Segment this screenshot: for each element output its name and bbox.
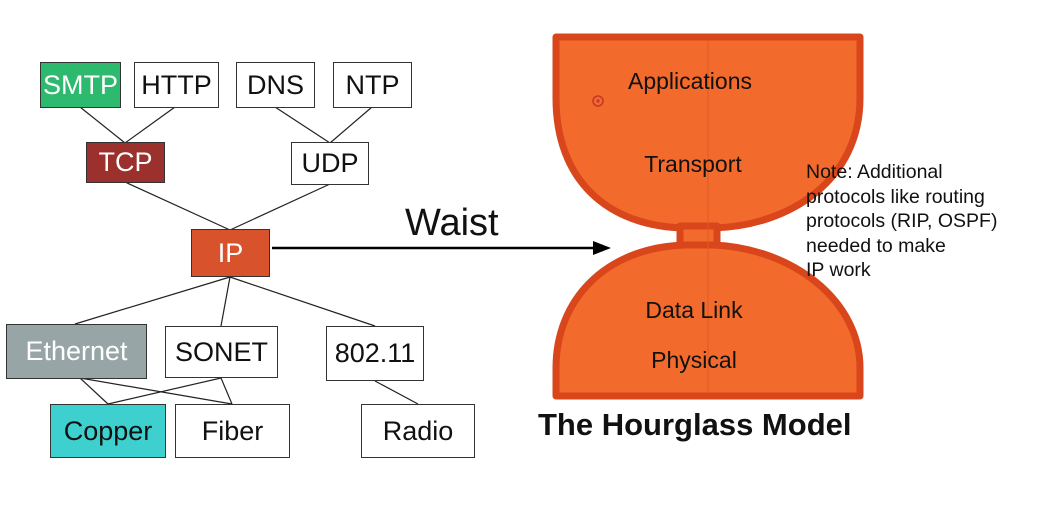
protocol-box-ethernet: Ethernet	[6, 324, 147, 379]
protocol-label-udp: UDP	[301, 148, 359, 178]
protocol-box-sonet: SONET	[165, 326, 278, 378]
protocol-box-ntp: NTP	[333, 62, 412, 108]
diagram-caption: The Hourglass Model	[538, 407, 852, 442]
link-ntp-udp	[329, 106, 373, 144]
protocol-box-tcp: TCP	[86, 142, 165, 183]
protocol-label-smtp: SMTP	[42, 69, 118, 100]
note-line: protocols (RIP, OSPF)	[806, 210, 998, 232]
link-sonet-copper	[107, 377, 222, 405]
protocol-label-ip: IP	[217, 237, 244, 268]
protocol-box-ip: IP	[191, 229, 270, 277]
link-tcp-ip	[124, 181, 231, 231]
link-sonet-fiber	[220, 377, 233, 405]
protocol-label-dns: DNS	[246, 69, 304, 100]
protocol-box-80211: 802.11	[326, 326, 424, 381]
layer-data-link: Data Link	[645, 297, 743, 323]
protocol-box-dns: DNS	[236, 62, 315, 108]
layer-applications: Applications	[627, 68, 753, 94]
protocol-box-copper: Copper	[50, 404, 166, 458]
protocol-box-http: HTTP	[134, 62, 219, 108]
protocol-label-sonet: SONET	[174, 336, 268, 367]
link-smtp-tcp	[79, 106, 126, 144]
link-ethernet-fiber	[79, 377, 233, 405]
link-80211-radio	[374, 380, 419, 405]
waist-label: Waist	[405, 202, 499, 244]
protocol-label-tcp: TCP	[98, 147, 153, 177]
protocol-label-fiber: Fiber	[201, 415, 264, 446]
protocol-box-fiber: Fiber	[175, 404, 290, 458]
protocol-box-udp: UDP	[291, 142, 369, 185]
protocol-label-http: HTTP	[141, 69, 212, 100]
link-ip-ethernet	[74, 276, 231, 325]
link-dns-udp	[274, 106, 331, 144]
protocol-label-radio: Radio	[382, 415, 454, 446]
protocol-label-copper: Copper	[63, 415, 153, 446]
note-line: protocols like routing	[806, 185, 985, 208]
note-line: needed to make	[806, 234, 946, 257]
protocol-label-ntp: NTP	[345, 69, 400, 100]
protocol-box-radio: Radio	[361, 404, 475, 458]
link-udp-ip	[229, 183, 331, 231]
protocol-label-80211: 802.11	[334, 338, 416, 368]
layer-transport: Transport	[644, 151, 742, 177]
link-ip-sonet	[220, 276, 231, 327]
protocol-box-smtp: SMTP	[40, 62, 121, 108]
note-line: IP work	[806, 259, 871, 281]
layer-physical: Physical	[651, 347, 737, 373]
protocol-label-ethernet: Ethernet	[25, 336, 128, 366]
cursor-dot-center	[596, 99, 600, 103]
waist-arrow-head	[593, 241, 611, 255]
note-line: Note: Additional	[806, 161, 943, 183]
link-ip-80211	[229, 276, 376, 327]
link-ethernet-copper	[79, 377, 109, 405]
link-http-tcp	[124, 106, 176, 144]
routing-note: Note: Additional protocols like routing …	[806, 160, 1044, 283]
